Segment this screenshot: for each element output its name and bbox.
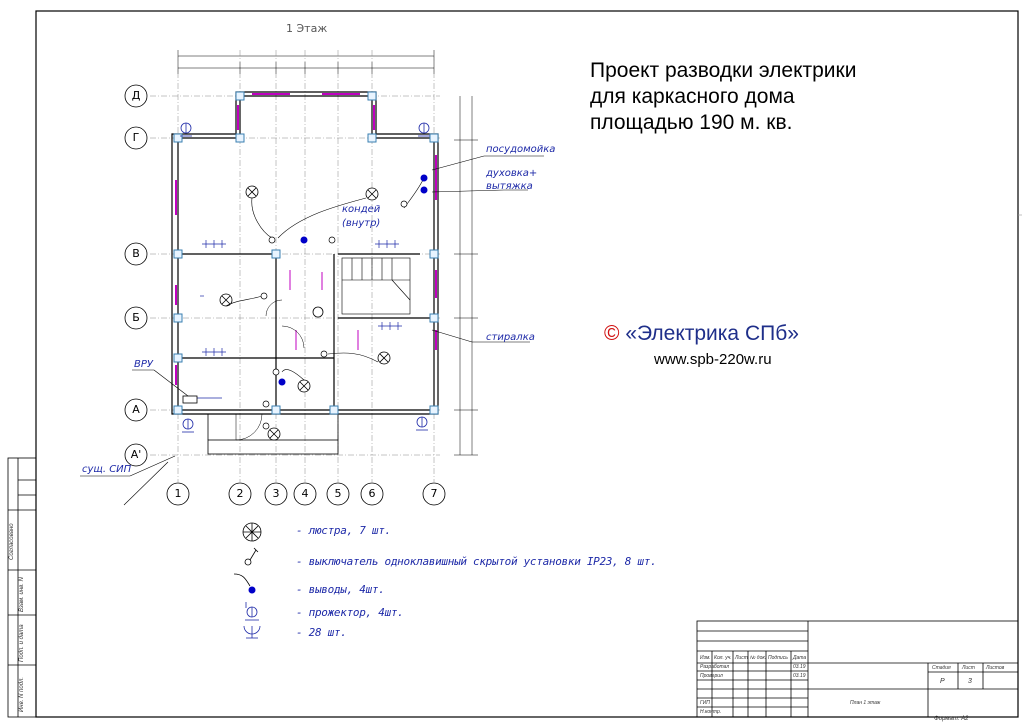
- legend-spotlight: - прожектор, 4шт.: [296, 606, 404, 619]
- legend-spotlight-icon: [245, 602, 259, 621]
- axis-label-3: 3: [272, 487, 280, 500]
- stamp-sheets-label: Листов: [986, 665, 1005, 671]
- stamp-stage-label: Стадия: [932, 665, 951, 671]
- stamp-sheet-value: 3: [968, 678, 972, 685]
- copyright-notice: © «Электрика СПб»: [604, 322, 799, 345]
- door-swings: [235, 299, 305, 441]
- stamp-col-date: Дата: [793, 655, 807, 661]
- spotlight-symbols: [180, 122, 430, 433]
- axis-label-a-prime: А': [130, 448, 142, 461]
- stamp-gip: ГИП: [700, 700, 710, 706]
- callout-sip: сущ. СИП: [82, 464, 132, 475]
- grid-axes: [150, 50, 440, 482]
- stamp-col-izm: Изм.: [700, 655, 711, 661]
- left-margin-stamp: [7, 457, 37, 718]
- stamp-format: Формат: А2: [934, 716, 969, 722]
- margin-inv-orig: Инв. N подл.: [19, 676, 25, 712]
- axis-label-d: Д: [131, 89, 141, 102]
- axis-label-1: 1: [174, 487, 182, 500]
- interior-walls: [178, 253, 434, 410]
- switch-symbols: [260, 200, 408, 430]
- stamp-checked: Проверил: [700, 673, 723, 679]
- stamp-col-koluch: Кол. уч.: [714, 655, 732, 661]
- legend-chandelier-icon: [242, 522, 262, 542]
- sheet-frame: [35, 10, 1019, 718]
- margin-sign-date: Подп. и дата: [19, 624, 25, 662]
- chandelier-symbols: [219, 185, 391, 441]
- margin-inv-no: Взам. инв. N: [19, 577, 25, 612]
- callout-oven-line1: духовка+: [486, 168, 538, 179]
- axis-label-5: 5: [334, 487, 342, 500]
- legend-socket-icon: [243, 625, 261, 639]
- legend-sockets: - 28 шт.: [296, 626, 347, 639]
- vru-panel: [182, 395, 198, 404]
- door-markers: [289, 270, 359, 350]
- columns: [173, 91, 439, 415]
- stamp-checked-date: 03.19: [793, 673, 806, 679]
- axis-label-g: Г: [132, 131, 140, 144]
- axis-label-4: 4: [301, 487, 309, 500]
- stamp-stage-value: Р: [940, 678, 945, 685]
- stamp-developed-date: 03.19: [793, 664, 806, 670]
- project-title: Проект разводки электрики для каркасного…: [590, 59, 857, 134]
- windows: [175, 93, 437, 385]
- stamp-sheet-name: План 1 этаж: [850, 700, 881, 706]
- axis-label-7: 7: [430, 487, 438, 500]
- legend-output-icon: [233, 573, 256, 594]
- callout-leaders: [80, 155, 544, 506]
- stamp-sheet-label: Лист: [962, 665, 975, 671]
- wiring: [225, 177, 425, 381]
- axis-label-b: Б: [132, 311, 140, 324]
- axis-label-2: 2: [236, 487, 244, 500]
- stamp-developed: Разработал: [700, 664, 730, 670]
- stamp-col-sign: Подпись: [768, 655, 788, 661]
- legend-switch: - выключатель одноклавишный скрытой уста…: [296, 555, 657, 568]
- callout-vru: ВРУ: [134, 359, 153, 370]
- axis-label-a: А: [132, 403, 140, 416]
- website-url: www.spb-220w.ru: [654, 351, 772, 368]
- legend-switch-icon: [244, 547, 259, 566]
- title-block: [696, 620, 1019, 718]
- staircase: [341, 257, 411, 315]
- right-dimensions: [454, 96, 478, 456]
- legend-chandelier: - люстра, 7 шт.: [296, 524, 391, 537]
- callout-ac-line2: (внутр): [342, 218, 381, 229]
- callout-oven-line2: вытяжка: [486, 181, 533, 192]
- axis-label-6: 6: [368, 487, 376, 500]
- top-dimensions: [177, 50, 435, 74]
- heaters: [194, 240, 402, 399]
- output-dots: [278, 174, 428, 386]
- callout-ac-line1: кондей: [342, 204, 381, 215]
- legend-symbols: [233, 522, 262, 639]
- margin-agreed: Согласовано: [9, 523, 15, 560]
- axis-label-v: В: [132, 247, 140, 260]
- axis-bubbles: [124, 84, 446, 506]
- callout-washer: стиралка: [486, 332, 535, 343]
- stamp-col-ndok: № док.: [750, 655, 767, 661]
- stamp-col-list: Лист: [735, 655, 748, 661]
- callout-dishwasher: посудомойка: [486, 144, 556, 155]
- floor-label: 1 Этаж: [286, 22, 328, 35]
- legend-outputs: - выводы, 4шт.: [296, 583, 385, 596]
- stamp-engineer: Н.контр.: [700, 709, 722, 715]
